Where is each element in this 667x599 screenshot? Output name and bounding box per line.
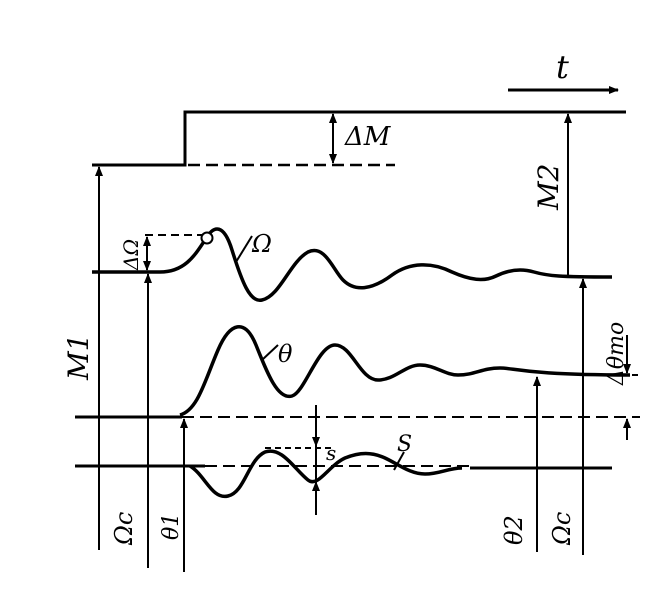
theta-curve	[179, 325, 631, 417]
s-small-label: s	[326, 441, 336, 465]
theta-label-leader	[261, 344, 279, 361]
s-large-label: S	[397, 432, 412, 457]
omega-curve	[92, 227, 613, 302]
torque-step-line	[92, 110, 626, 167]
omega-c-left-label: Ωc	[110, 512, 138, 546]
omega-curve-label: Ω	[251, 230, 272, 258]
omega-c-right-label: Ωc	[548, 512, 576, 546]
omega-label-leader	[235, 235, 253, 263]
m1-label: M1	[62, 334, 95, 381]
time-label: t	[556, 48, 569, 86]
theta-2-label: θ2	[500, 515, 528, 545]
delta-theta-mo-label: Δθmo	[604, 322, 629, 386]
s-curve	[188, 449, 463, 498]
omega-peak-marker	[200, 231, 214, 245]
theta-curve-label: θ	[278, 340, 293, 368]
theta-1-label: θ1	[159, 513, 184, 540]
delta-omega-label: ΔΩ	[119, 239, 143, 271]
m2-label: M2	[532, 164, 565, 211]
delta-m-label: ΔM	[344, 122, 392, 152]
s-large-leader	[393, 451, 405, 471]
